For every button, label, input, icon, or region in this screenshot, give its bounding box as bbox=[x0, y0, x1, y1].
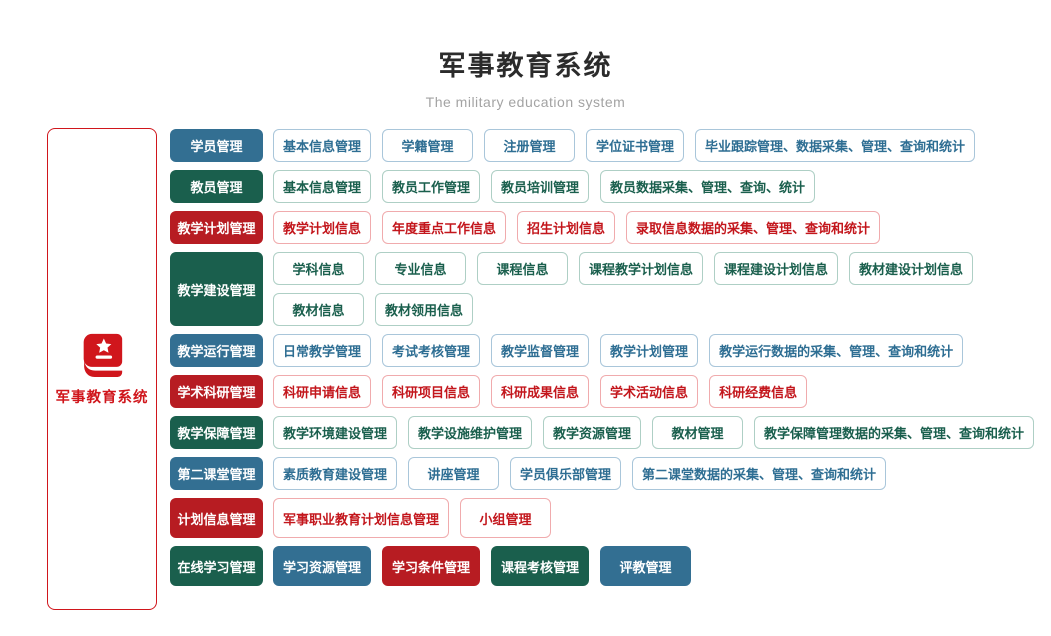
module-lines: 军事职业教育计划信息管理小组管理 bbox=[273, 498, 552, 538]
module-button[interactable]: 毕业跟踪管理、数据采集、管理、查询和统计 bbox=[695, 129, 976, 162]
system-rows: 学员管理基本信息管理学籍管理注册管理学位证书管理毕业跟踪管理、数据采集、管理、查… bbox=[170, 129, 1035, 586]
page-header: 军事教育系统 The military education system bbox=[0, 0, 1051, 110]
module-line: 学习资源管理学习条件管理课程考核管理评教管理 bbox=[273, 546, 692, 586]
module-button[interactable]: 科研申请信息 bbox=[273, 375, 372, 408]
module-button[interactable]: 学习条件管理 bbox=[382, 546, 481, 586]
module-button[interactable]: 评教管理 bbox=[600, 546, 692, 586]
category-button[interactable]: 学术科研管理 bbox=[170, 375, 263, 408]
module-button[interactable]: 课程信息 bbox=[477, 252, 568, 285]
book-star-icon bbox=[80, 332, 124, 378]
module-button[interactable]: 教员数据采集、管理、查询、统计 bbox=[600, 170, 816, 203]
module-lines: 教学环境建设管理教学设施维护管理教学资源管理教材管理教学保障管理数据的采集、管理… bbox=[273, 416, 1035, 449]
category-button[interactable]: 教学运行管理 bbox=[170, 334, 263, 367]
module-button[interactable]: 教员工作管理 bbox=[382, 170, 481, 203]
module-button[interactable]: 军事职业教育计划信息管理 bbox=[273, 498, 450, 538]
module-line: 素质教育建设管理讲座管理学员俱乐部管理第二课堂数据的采集、管理、查询和统计 bbox=[273, 457, 887, 490]
module-lines: 学习资源管理学习条件管理课程考核管理评教管理 bbox=[273, 546, 692, 586]
module-button[interactable]: 基本信息管理 bbox=[273, 170, 372, 203]
category-button[interactable]: 教学保障管理 bbox=[170, 416, 263, 449]
module-button[interactable]: 小组管理 bbox=[460, 498, 552, 538]
system-row: 在线学习管理学习资源管理学习条件管理课程考核管理评教管理 bbox=[170, 546, 1034, 586]
module-line: 军事职业教育计划信息管理小组管理 bbox=[273, 498, 552, 538]
module-button[interactable]: 课程考核管理 bbox=[491, 546, 590, 586]
module-button[interactable]: 学习资源管理 bbox=[273, 546, 372, 586]
system-row: 学员管理基本信息管理学籍管理注册管理学位证书管理毕业跟踪管理、数据采集、管理、查… bbox=[170, 129, 1034, 162]
module-button[interactable]: 教材领用信息 bbox=[375, 293, 474, 326]
module-button[interactable]: 教学计划管理 bbox=[600, 334, 699, 367]
module-line: 教学计划信息年度重点工作信息招生计划信息录取信息数据的采集、管理、查询和统计 bbox=[273, 211, 881, 244]
module-lines: 教学计划信息年度重点工作信息招生计划信息录取信息数据的采集、管理、查询和统计 bbox=[273, 211, 881, 244]
module-button[interactable]: 第二课堂数据的采集、管理、查询和统计 bbox=[632, 457, 887, 490]
module-button[interactable]: 录取信息数据的采集、管理、查询和统计 bbox=[626, 211, 881, 244]
module-button[interactable]: 注册管理 bbox=[484, 129, 576, 162]
module-lines: 科研申请信息科研项目信息科研成果信息学术活动信息科研经费信息 bbox=[273, 375, 808, 408]
module-lines: 学科信息专业信息课程信息课程教学计划信息课程建设计划信息教材建设计划信息教材信息… bbox=[273, 252, 974, 326]
module-button[interactable]: 专业信息 bbox=[375, 252, 466, 285]
module-button[interactable]: 日常教学管理 bbox=[273, 334, 372, 367]
module-button[interactable]: 教学运行数据的采集、管理、查询和统计 bbox=[709, 334, 964, 367]
module-button[interactable]: 学科信息 bbox=[273, 252, 364, 285]
module-lines: 基本信息管理学籍管理注册管理学位证书管理毕业跟踪管理、数据采集、管理、查询和统计 bbox=[273, 129, 976, 162]
module-button[interactable]: 教学环境建设管理 bbox=[273, 416, 398, 449]
module-button[interactable]: 教员培训管理 bbox=[491, 170, 590, 203]
module-lines: 基本信息管理教员工作管理教员培训管理教员数据采集、管理、查询、统计 bbox=[273, 170, 816, 203]
system-row: 学术科研管理科研申请信息科研项目信息科研成果信息学术活动信息科研经费信息 bbox=[170, 375, 1034, 408]
module-button[interactable]: 教材管理 bbox=[652, 416, 744, 449]
category-button[interactable]: 学员管理 bbox=[170, 129, 263, 162]
category-button[interactable]: 计划信息管理 bbox=[170, 498, 263, 538]
module-lines: 日常教学管理考试考核管理教学监督管理教学计划管理教学运行数据的采集、管理、查询和… bbox=[273, 334, 964, 367]
module-button[interactable]: 素质教育建设管理 bbox=[273, 457, 398, 490]
module-line: 日常教学管理考试考核管理教学监督管理教学计划管理教学运行数据的采集、管理、查询和… bbox=[273, 334, 964, 367]
category-button[interactable]: 在线学习管理 bbox=[170, 546, 263, 586]
category-button[interactable]: 教学计划管理 bbox=[170, 211, 263, 244]
module-button[interactable]: 讲座管理 bbox=[408, 457, 500, 490]
module-button[interactable]: 科研项目信息 bbox=[382, 375, 481, 408]
page-title: 军事教育系统 bbox=[438, 51, 613, 81]
module-button[interactable]: 课程教学计划信息 bbox=[579, 252, 704, 285]
module-line: 教学环境建设管理教学设施维护管理教学资源管理教材管理教学保障管理数据的采集、管理… bbox=[273, 416, 1035, 449]
module-button[interactable]: 教学保障管理数据的采集、管理、查询和统计 bbox=[754, 416, 1035, 449]
system-row: 教学保障管理教学环境建设管理教学设施维护管理教学资源管理教材管理教学保障管理数据… bbox=[170, 416, 1035, 449]
module-button[interactable]: 课程建设计划信息 bbox=[714, 252, 839, 285]
root-node-label: 军事教育系统 bbox=[55, 389, 149, 406]
category-button[interactable]: 第二课堂管理 bbox=[170, 457, 263, 490]
system-row: 教学建设管理学科信息专业信息课程信息课程教学计划信息课程建设计划信息教材建设计划… bbox=[170, 252, 1034, 326]
module-button[interactable]: 教学计划信息 bbox=[273, 211, 372, 244]
module-lines: 素质教育建设管理讲座管理学员俱乐部管理第二课堂数据的采集、管理、查询和统计 bbox=[273, 457, 887, 490]
page-subtitle: The military education system bbox=[425, 94, 626, 110]
module-button[interactable]: 教材建设计划信息 bbox=[849, 252, 974, 285]
system-row: 教学计划管理教学计划信息年度重点工作信息招生计划信息录取信息数据的采集、管理、查… bbox=[170, 211, 1034, 244]
module-line: 学科信息专业信息课程信息课程教学计划信息课程建设计划信息教材建设计划信息 bbox=[273, 252, 974, 285]
system-row: 教员管理基本信息管理教员工作管理教员培训管理教员数据采集、管理、查询、统计 bbox=[170, 170, 1034, 203]
module-button[interactable]: 学术活动信息 bbox=[600, 375, 699, 408]
module-line: 科研申请信息科研项目信息科研成果信息学术活动信息科研经费信息 bbox=[273, 375, 808, 408]
module-button[interactable]: 考试考核管理 bbox=[382, 334, 481, 367]
module-line: 教材信息教材领用信息 bbox=[273, 293, 973, 326]
module-button[interactable]: 招生计划信息 bbox=[517, 211, 616, 244]
module-line: 基本信息管理教员工作管理教员培训管理教员数据采集、管理、查询、统计 bbox=[273, 170, 816, 203]
module-line: 基本信息管理学籍管理注册管理学位证书管理毕业跟踪管理、数据采集、管理、查询和统计 bbox=[273, 129, 976, 162]
system-root-node[interactable]: 军事教育系统 bbox=[47, 128, 157, 610]
module-button[interactable]: 学员俱乐部管理 bbox=[510, 457, 622, 490]
module-button[interactable]: 教学资源管理 bbox=[543, 416, 642, 449]
system-row: 第二课堂管理素质教育建设管理讲座管理学员俱乐部管理第二课堂数据的采集、管理、查询… bbox=[170, 457, 1034, 490]
module-button[interactable]: 学位证书管理 bbox=[586, 129, 685, 162]
module-button[interactable]: 教学设施维护管理 bbox=[408, 416, 533, 449]
category-button[interactable]: 教员管理 bbox=[170, 170, 263, 203]
system-row: 计划信息管理军事职业教育计划信息管理小组管理 bbox=[170, 498, 1034, 538]
module-button[interactable]: 教材信息 bbox=[273, 293, 364, 326]
module-button[interactable]: 教学监督管理 bbox=[491, 334, 590, 367]
module-button[interactable]: 科研成果信息 bbox=[491, 375, 590, 408]
module-button[interactable]: 年度重点工作信息 bbox=[382, 211, 507, 244]
system-row: 教学运行管理日常教学管理考试考核管理教学监督管理教学计划管理教学运行数据的采集、… bbox=[170, 334, 1034, 367]
module-button[interactable]: 科研经费信息 bbox=[709, 375, 808, 408]
module-button[interactable]: 基本信息管理 bbox=[273, 129, 372, 162]
category-button[interactable]: 教学建设管理 bbox=[170, 252, 263, 326]
module-button[interactable]: 学籍管理 bbox=[382, 129, 474, 162]
